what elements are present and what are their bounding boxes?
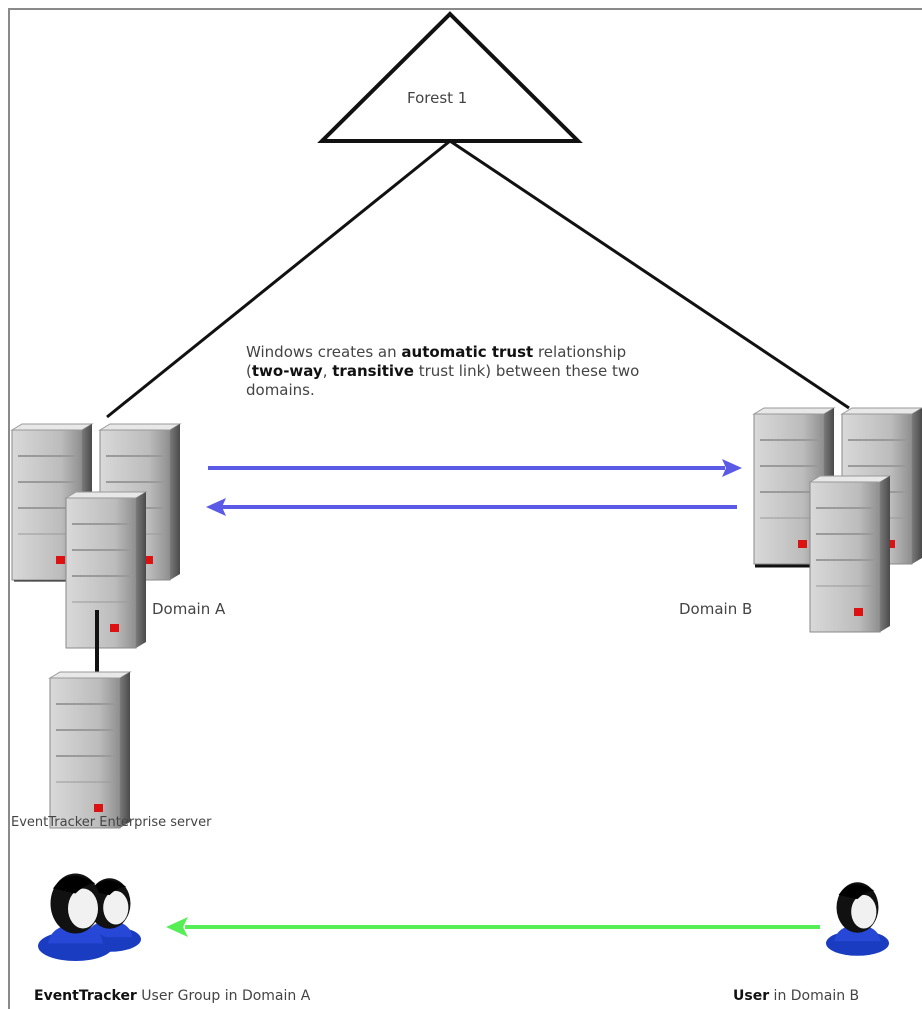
trust-text-bold-2: two-way — [251, 362, 323, 380]
trust-description: Windows creates an automatic trust relat… — [246, 343, 666, 400]
trust-text-4: trust link) between these two domains. — [246, 362, 640, 399]
domain-b-servers — [753, 407, 922, 633]
user-caption-rest: in Domain B — [769, 988, 860, 1004]
domain-a-servers — [11, 423, 181, 649]
access-arrowhead — [166, 917, 188, 937]
link-forest-domain-b — [449, 139, 850, 410]
user-group-icon — [38, 873, 141, 961]
forest-label: Forest 1 — [407, 89, 468, 107]
user-group-caption-rest: User Group in Domain A — [136, 988, 311, 1004]
eventtracker-server-label: EventTracker Enterprise server — [11, 815, 212, 830]
trust-text-bold-1: automatic trust — [401, 343, 534, 361]
user-caption: User in Domain B — [733, 988, 859, 1004]
trust-arrowhead-right — [722, 459, 742, 477]
forest-triangle — [317, 11, 583, 143]
user-icon — [826, 882, 889, 956]
domain-a-label: Domain A — [152, 600, 226, 618]
link-forest-domain-a — [106, 139, 451, 419]
domain-b-label: Domain B — [679, 600, 753, 618]
trust-text-3: , — [322, 362, 333, 380]
eventtracker-server — [49, 671, 131, 829]
diagram-frame — [8, 8, 922, 1009]
trust-text-bold-3: transitive — [332, 362, 414, 380]
trust-text-2: relationship ( — [246, 343, 627, 380]
user-group-caption: EventTracker User Group in Domain A — [34, 988, 310, 1004]
trust-text-1: Windows creates an — [246, 343, 402, 361]
trust-arrowhead-left — [206, 498, 226, 516]
user-caption-bold: User — [733, 988, 770, 1004]
user-group-caption-bold: EventTracker — [34, 988, 137, 1004]
